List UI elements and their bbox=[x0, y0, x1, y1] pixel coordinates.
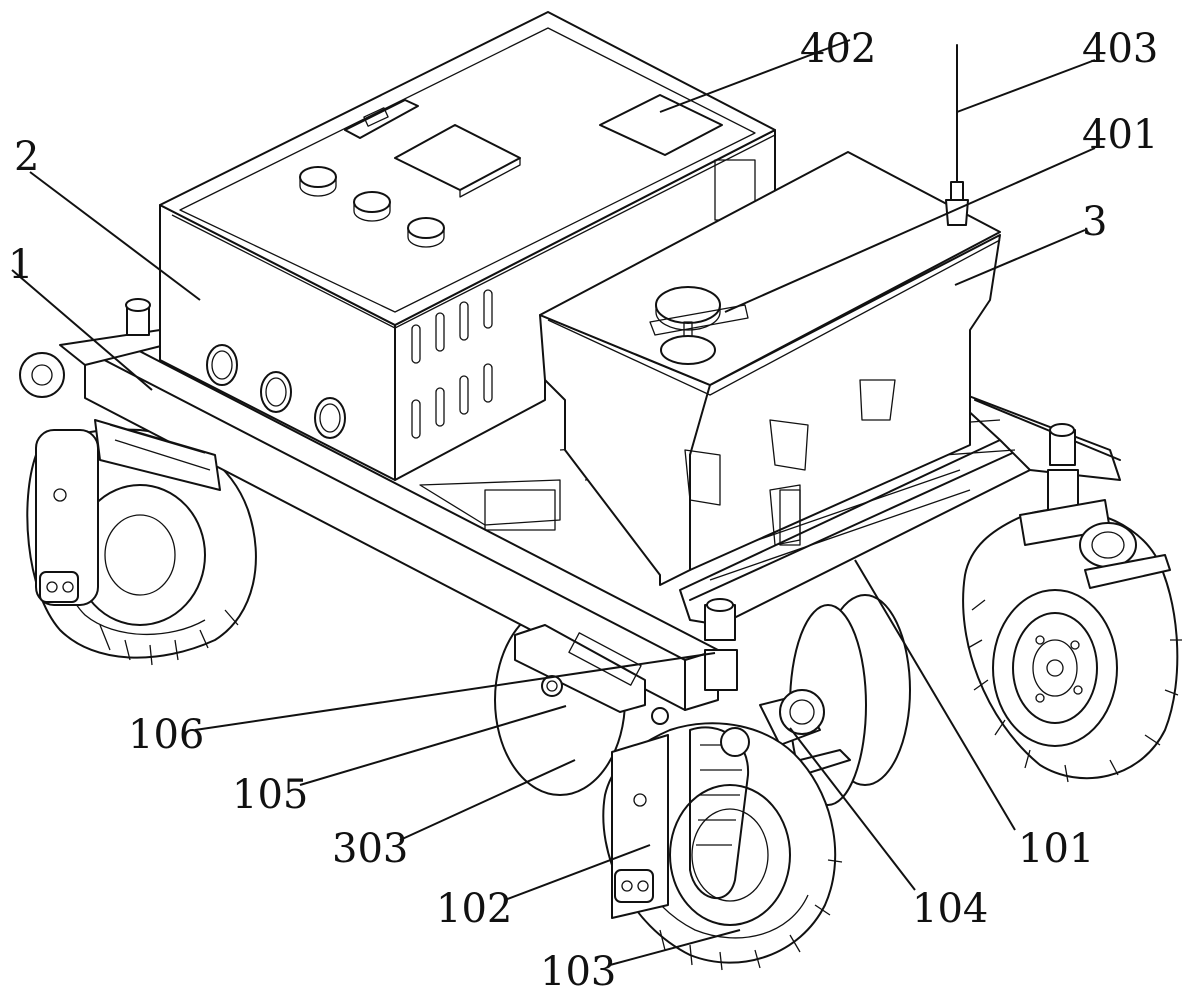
rear-right-wheel bbox=[963, 509, 1182, 782]
label-106: 106 bbox=[128, 712, 204, 758]
label-104: 104 bbox=[912, 886, 988, 932]
label-2: 2 bbox=[14, 134, 39, 180]
label-105: 105 bbox=[232, 772, 308, 818]
label-3: 3 bbox=[1082, 199, 1107, 245]
antenna-403 bbox=[946, 45, 968, 225]
label-103: 103 bbox=[540, 949, 616, 995]
label-403: 403 bbox=[1082, 26, 1158, 72]
label-401: 401 bbox=[1082, 112, 1158, 158]
label-102: 102 bbox=[436, 886, 512, 932]
label-101: 101 bbox=[1018, 826, 1094, 872]
label-402: 402 bbox=[800, 26, 876, 72]
label-1: 1 bbox=[8, 242, 33, 288]
label-303: 303 bbox=[332, 826, 408, 872]
